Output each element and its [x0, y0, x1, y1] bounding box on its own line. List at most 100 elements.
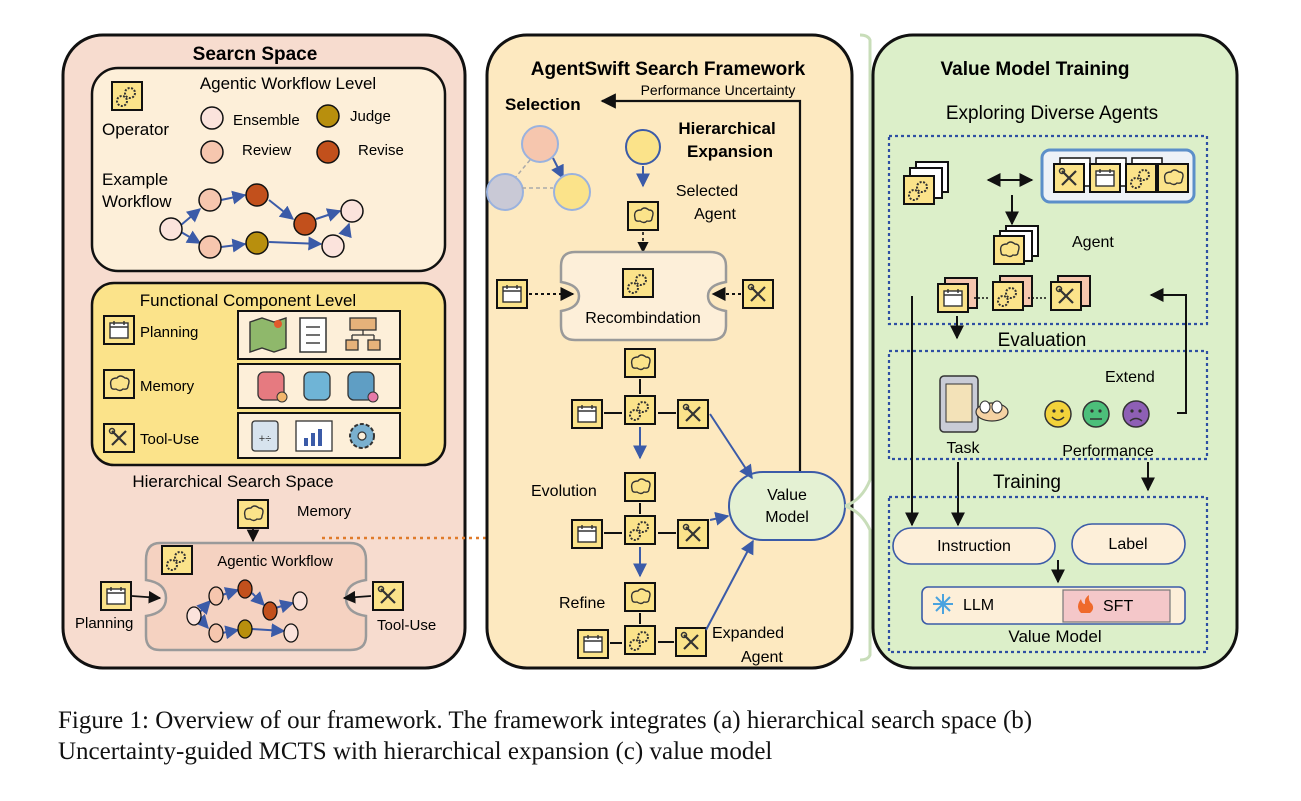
- caption-line-1: Figure 1: Overview of our framework. The…: [58, 707, 1033, 734]
- agentic-workflow-label: Agentic Workflow: [217, 553, 333, 570]
- value-model-caption: Value Model: [1008, 627, 1101, 646]
- task-illustration: [939, 375, 1009, 433]
- selected-label-1: Selected: [676, 183, 738, 200]
- extend-arrow: [1149, 288, 1187, 414]
- wf-node: [198, 188, 222, 212]
- tree-right-node: [553, 173, 591, 211]
- checklist-icon: [299, 317, 327, 353]
- llm-label: LLM: [963, 597, 994, 614]
- perf-uncertainty-label: Performance Uncertainty: [641, 82, 796, 98]
- svg-text:+÷: +÷: [259, 433, 271, 445]
- evaluation-label: Evaluation: [998, 330, 1087, 351]
- stack-agent-icon: [624, 395, 656, 425]
- agent-stack-group: [1040, 148, 1196, 204]
- judge-label: Judge: [350, 108, 391, 125]
- wf-node: [245, 183, 269, 207]
- settings-gear-icon: [349, 423, 375, 449]
- selected-label-2: Agent: [694, 206, 736, 223]
- neutral-face-icon: [1082, 400, 1110, 428]
- wf-node: [340, 199, 364, 223]
- example-workflow-graph: [180, 190, 352, 253]
- operator-gear-icon: [111, 81, 143, 111]
- ensemble-label: Ensemble: [233, 112, 300, 129]
- value-model-node: [728, 471, 846, 541]
- hier-memory-label: Memory: [297, 503, 352, 520]
- agent-stack-left: [903, 161, 949, 205]
- workflow-label: Workflow: [102, 192, 172, 211]
- wf-node: [292, 591, 308, 611]
- recombination-label: Recombindation: [585, 310, 701, 327]
- hier-tool-icon: [371, 580, 405, 612]
- memory-icon: [103, 369, 135, 399]
- exploring-label: Exploring Diverse Agents: [946, 103, 1158, 124]
- wf-node: [321, 234, 345, 258]
- wf-node: [208, 623, 224, 643]
- hier-tool-use-label: Tool-Use: [377, 617, 436, 634]
- framework-title: AgentSwift Search Framework: [531, 59, 806, 80]
- memory-label: Memory: [140, 378, 195, 395]
- tool-use-label: Tool-Use: [140, 431, 199, 448]
- label-label: Label: [1108, 536, 1147, 553]
- evolution-tool-icon: [676, 518, 710, 550]
- agent-stack-mid: [993, 225, 1039, 265]
- calculator-icon: +÷: [251, 420, 279, 452]
- hier-planning-label: Planning: [75, 615, 133, 632]
- label-pill: [1071, 523, 1186, 565]
- stack-planning-icon: [571, 399, 603, 429]
- database-add-icon: [347, 371, 379, 403]
- planning-label: Planning: [140, 324, 198, 341]
- selected-agent-icon: [627, 201, 659, 231]
- evolution-planning-icon: [571, 519, 603, 549]
- evolution-memory-icon: [624, 472, 656, 502]
- judge-node: [316, 104, 340, 128]
- fire-icon: [1078, 595, 1094, 613]
- refine-memory-icon: [624, 582, 656, 612]
- hier-memory-icon: [237, 499, 269, 529]
- tree-left-node: [486, 173, 524, 211]
- refine-planning-icon: [577, 629, 609, 659]
- functional-level-title: Functional Component Level: [140, 291, 356, 310]
- hier-planning-icon: [100, 581, 132, 611]
- evolution-label: Evolution: [531, 483, 597, 500]
- hier-expansion-label-2: Expansion: [687, 142, 773, 161]
- revise-label: Revise: [358, 142, 404, 159]
- figure-caption: Figure 1: Overview of our framework. The…: [58, 705, 1258, 767]
- value-model-bracket-bottom: [844, 504, 872, 662]
- sad-face-icon: [1122, 400, 1150, 428]
- tree-root-node: [521, 125, 559, 163]
- refine-label: Refine: [559, 595, 605, 612]
- search-framework-panel: AgentSwift Search Framework Performance …: [485, 33, 854, 670]
- instruction-pill: [892, 527, 1056, 565]
- value-model-label-1: Value: [767, 487, 807, 504]
- memory-link-dotted: [322, 306, 524, 540]
- performance-label: Performance: [1062, 443, 1154, 460]
- hier-space-title: Hierarchical Search Space: [132, 472, 333, 491]
- wf-node: [237, 579, 253, 599]
- recombine-tool-icon: [741, 278, 775, 310]
- wf-node: [186, 606, 202, 626]
- training-label: Training: [993, 472, 1061, 493]
- value-model-bracket-top: [844, 33, 872, 508]
- value-model-training-panel: Value Model Training Exploring Diverse A…: [871, 33, 1239, 670]
- expanded-label-1: Expanded: [712, 625, 784, 642]
- stack-memory-icon: [624, 348, 656, 378]
- hier-gear-icon: [161, 545, 193, 575]
- tool-use-icon: [102, 422, 136, 454]
- revise-node: [316, 140, 340, 164]
- hier-workflow-graph: [194, 587, 295, 640]
- happy-face-icon: [1044, 400, 1072, 428]
- operator-label: Operator: [102, 120, 169, 139]
- evolution-agent-icon: [624, 515, 656, 545]
- wf-node: [283, 623, 299, 643]
- ensemble-node: [200, 106, 224, 130]
- wf-node: [208, 586, 224, 606]
- refine-tool-icon: [674, 626, 708, 658]
- recombination-gear-icon: [622, 268, 654, 298]
- value-model-label-2: Model: [765, 509, 809, 526]
- recombine-planning-icon: [496, 279, 528, 309]
- wf-node: [237, 619, 253, 639]
- exploring-box: [887, 134, 1209, 326]
- training-title: Value Model Training: [941, 59, 1130, 80]
- review-label: Review: [242, 142, 291, 159]
